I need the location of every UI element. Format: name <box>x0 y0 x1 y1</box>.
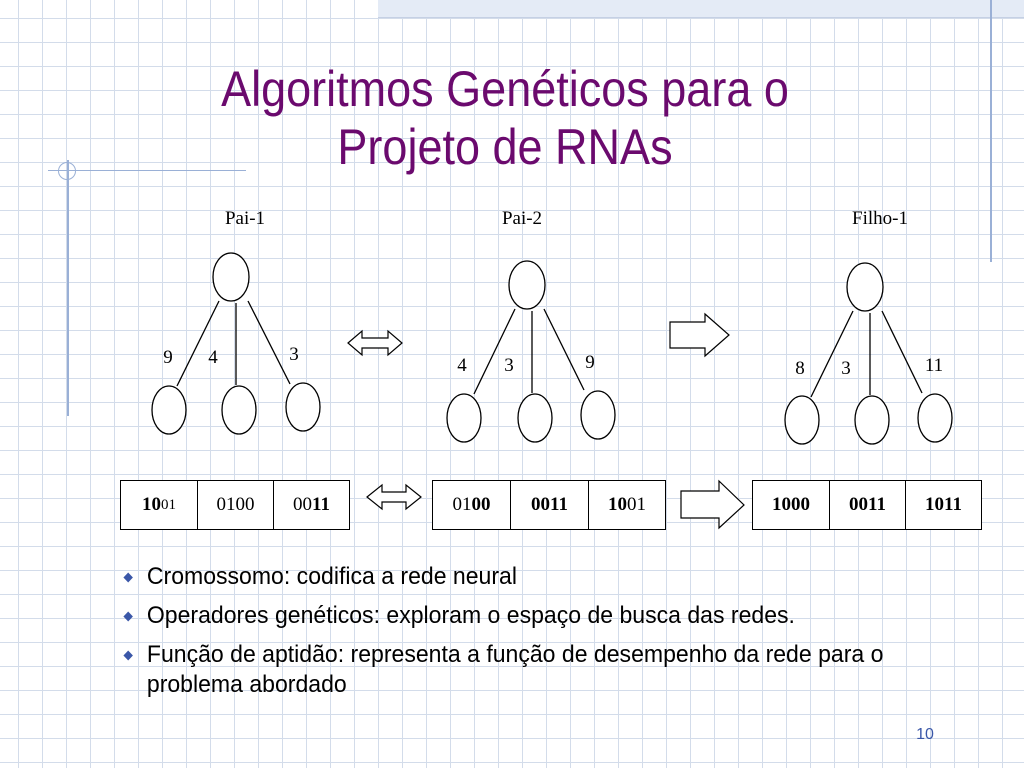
left-decorative-rule <box>67 160 69 416</box>
network-label: Filho-1 <box>852 208 908 229</box>
bullet-text: Cromossomo: codifica a rede neural <box>146 563 517 590</box>
gene-cell: 0100 <box>197 481 273 529</box>
double-arrow-icon <box>347 329 403 357</box>
diamond-bullet-icon <box>123 650 133 661</box>
connection <box>247 300 291 385</box>
gene-normal-part: 01 <box>627 494 646 515</box>
input-node <box>221 385 257 435</box>
input-node <box>580 390 616 440</box>
input-node <box>285 382 321 432</box>
weight-label: 8 <box>795 358 805 379</box>
input-node <box>446 393 482 443</box>
gene-bold-part: 1000 <box>772 494 810 515</box>
horizontal-decorative-rule <box>48 170 246 171</box>
corner-ring-icon <box>58 162 76 180</box>
output-node <box>212 252 250 302</box>
network-label: Pai-2 <box>502 208 542 229</box>
network-pai-1: Pai-1 9 4 3 <box>151 208 321 435</box>
network-filho-1: Filho-1 8 3 11 <box>784 208 953 445</box>
bullet-item: Cromossomo: codifica a rede neural <box>120 562 946 592</box>
gene-normal-part: 00 <box>293 494 313 515</box>
input-node <box>517 393 553 443</box>
gene-bold-part: 10 <box>608 494 627 515</box>
network-pai-2: Pai-2 4 3 9 <box>446 208 616 443</box>
output-node <box>846 262 884 312</box>
gene-bold-part: 00 <box>471 494 491 515</box>
gene-cell: 1011 <box>905 481 981 529</box>
weight-label: 4 <box>208 347 218 368</box>
weight-label: 9 <box>163 347 173 368</box>
output-node <box>508 260 546 310</box>
connection <box>176 300 220 387</box>
diamond-bullet-icon <box>123 572 133 583</box>
weight-label: 9 <box>585 352 595 373</box>
gene-cell: 1000 <box>753 481 829 529</box>
weight-label: 11 <box>925 355 943 376</box>
gene-normal-part: 01 <box>161 496 176 513</box>
diamond-bullet-icon <box>123 611 133 622</box>
weight-label: 3 <box>504 355 514 376</box>
bullet-text: Operadores genéticos: exploram o espaço … <box>146 602 795 629</box>
title-line-2: Projeto de RNAs <box>337 118 673 175</box>
page-number: 10 <box>916 726 934 743</box>
input-node <box>854 395 890 445</box>
weight-label: 3 <box>841 358 851 379</box>
top-decorative-band <box>378 0 1024 18</box>
double-arrow-icon <box>366 483 422 511</box>
bullet-item: Função de aptidão: representa a função d… <box>120 640 946 700</box>
right-arrow-icon <box>669 312 730 358</box>
gene-bold-part: 11 <box>312 494 330 515</box>
network-label: Pai-1 <box>225 208 265 229</box>
weight-label: 3 <box>289 344 299 365</box>
connection <box>881 310 923 394</box>
right-arrow-icon <box>680 479 745 530</box>
gene-bold-part: 1011 <box>925 494 962 515</box>
bullet-text: Função de aptidão: representa a função d… <box>146 641 884 698</box>
gene-cell: 0011 <box>829 481 905 529</box>
input-node <box>784 395 820 445</box>
slide-title: Algoritmos Genéticos para o Projeto de R… <box>105 60 906 176</box>
gene-cell: 0011 <box>510 481 588 529</box>
gene-normal-part: 0100 <box>216 494 255 515</box>
connection <box>473 308 516 395</box>
input-node <box>917 393 953 443</box>
chromosome-filho-1: 1000 0011 1011 <box>752 480 982 530</box>
connection <box>543 308 585 391</box>
connection <box>810 310 854 398</box>
input-node <box>151 385 187 435</box>
gene-bold-part: 0011 <box>531 494 568 515</box>
gene-bold-part: 10 <box>142 494 161 515</box>
title-line-1: Algoritmos Genéticos para o <box>221 60 789 117</box>
gene-bold-part: 0011 <box>849 494 886 515</box>
weight-label: 4 <box>457 355 467 376</box>
bullet-list: Cromossomo: codifica a rede neural Opera… <box>120 562 980 709</box>
bullet-item: Operadores genéticos: exploram o espaço … <box>120 601 946 631</box>
vertical-decorative-rule <box>990 0 992 262</box>
gene-normal-part: 01 <box>452 494 472 515</box>
